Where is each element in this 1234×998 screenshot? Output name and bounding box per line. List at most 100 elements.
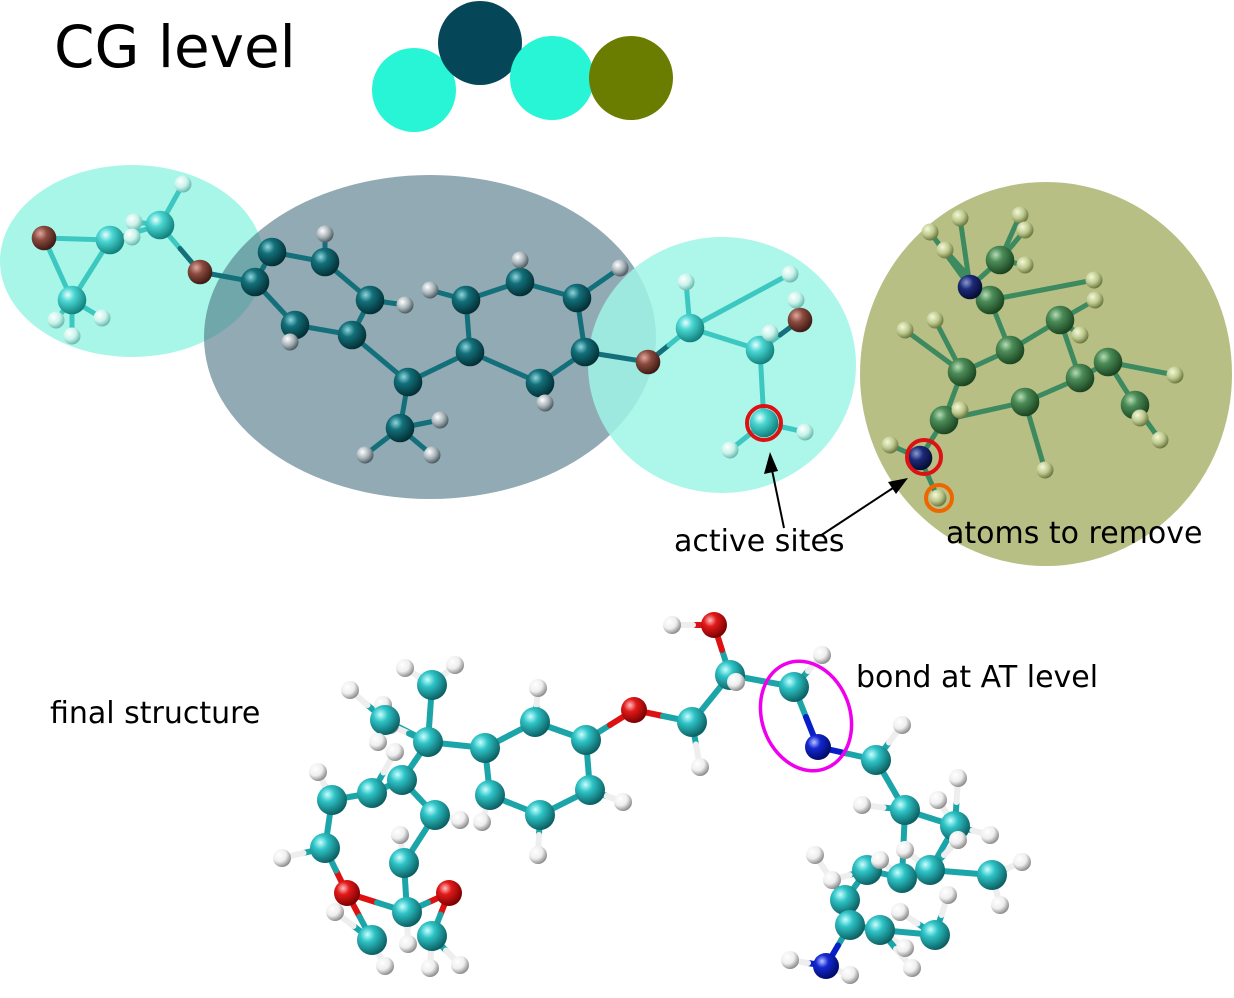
upper-hydrogen-atom [1151,431,1169,449]
final-oxygen-atom [334,880,360,906]
cg-bead-amine [589,36,673,120]
final-hydrogen-atom [853,796,871,814]
final-carbon-atom [417,670,447,700]
final-hydrogen-atom [841,966,859,984]
upper-carbon-atom [257,237,287,267]
cg-bead-glycidyl [510,36,594,120]
upper-carbon-atom [525,368,555,398]
cg-regions [0,165,1232,566]
final-carbon-atom [357,925,387,955]
upper-carbon-atom [1065,363,1095,393]
upper-nitrogen-atom [957,274,983,300]
upper-hydrogen-atom [929,489,947,507]
final-hydrogen-atom [896,841,914,859]
upper-hydrogen-atom [1011,206,1029,224]
final-hydrogen-atom [529,846,547,864]
final-hydrogen-atom [949,769,967,787]
cg-bead-epoxy [372,48,456,132]
final-hydrogen-atom [451,956,469,974]
final-carbon-atom [520,707,550,737]
final-carbon-atom [357,778,387,808]
final-hydrogen-atom [727,673,745,691]
final-hydrogen-atom [341,681,359,699]
atoms-to-remove-label: atoms to remove [946,516,1203,551]
final-hydrogen-atom [893,716,911,734]
upper-carbon-atom [385,413,415,443]
upper-hydrogen-atom [921,223,939,241]
cg-level-title: CG level [54,13,296,81]
arrowhead-active-site-c [764,452,778,474]
final-hydrogen-atom [399,935,417,953]
upper-hydrogen-atom [356,446,374,464]
upper-hydrogen-atom [896,321,914,339]
upper-molecule [31,175,1184,507]
bond-highlight-ellipse [758,659,854,773]
final-hydrogen-atom [1013,853,1031,871]
final-oxygen-atom [436,880,462,906]
upper-hydrogen-atom [951,401,969,419]
final-molecule [273,612,1031,984]
final-carbon-atom [575,775,605,805]
final-hydrogen-atom [691,758,709,776]
final-hydrogen-atom [273,849,291,867]
upper-hydrogen-atom [796,423,814,441]
active-site-marker-c [745,404,783,442]
final-carbon-atom [915,855,945,885]
final-hydrogen-atom [473,813,491,831]
upper-carbon-atom [985,245,1015,275]
final-carbon-atom [310,833,340,863]
upper-carbon-atom [975,285,1005,315]
upper-hydrogen-atom [936,241,954,259]
final-hydrogen-atom [391,826,409,844]
upper-hydrogen-atom [125,213,143,231]
final-hydrogen-atom [386,743,404,761]
final-carbon-atom [317,785,347,815]
arrow-active-site-c [771,469,785,529]
upper-carbon-atom [505,267,535,297]
upper-hydrogen-atom [431,411,449,429]
upper-hydrogen-atom [721,441,739,459]
upper-hydrogen-atom [396,296,414,314]
final-hydrogen-atom [891,903,909,921]
upper-hydrogen-atom [281,333,299,351]
final-hydrogen-atom [991,896,1009,914]
final-hydrogen-atom [929,791,947,809]
upper-carbon-atom [1010,387,1040,417]
upper-hydrogen-atom [63,327,81,345]
upper-hydrogen-atom [421,281,439,299]
upper-carbon-atom [280,310,310,340]
final-carbon-atom [571,725,601,755]
final-nitrogen-atom [805,734,831,760]
final-structure-label: final structure [50,696,261,731]
upper-carbon-atom [749,408,779,438]
upper-hydrogen-atom [174,175,192,193]
cg-bead-bisphenol [438,1,522,85]
final-hydrogen-atom [421,959,439,977]
final-hydrogen-atom [451,811,469,829]
final-oxygen-atom [621,697,647,723]
upper-hydrogen-atom [316,225,334,243]
upper-atoms [31,175,1184,507]
upper-hydrogen-atom [881,436,899,454]
upper-carbon-atom [393,367,423,397]
arrows [764,452,908,537]
upper-hydrogen-atom [926,311,944,329]
upper-carbon-atom [929,405,959,435]
upper-carbon-atom [455,337,485,367]
final-hydrogen-atom [529,679,547,697]
final-hydrogen-atom [663,616,681,634]
upper-hydrogen-atom [47,311,65,329]
upper-carbon-atom [310,247,340,277]
final-carbon-atom [525,800,555,830]
final-carbon-atom [413,727,443,757]
final-hydrogen-atom [781,951,799,969]
upper-hydrogen-atom [511,251,529,269]
final-carbon-atom [920,920,950,950]
final-carbon-atom [865,915,895,945]
final-hydrogen-atom [309,763,327,781]
final-hydrogen-atom [326,903,344,921]
remove-marker-h [924,483,954,513]
upper-carbon-atom [1093,347,1123,377]
final-carbon-atom [370,705,400,735]
upper-hydrogen-atom [951,209,969,227]
